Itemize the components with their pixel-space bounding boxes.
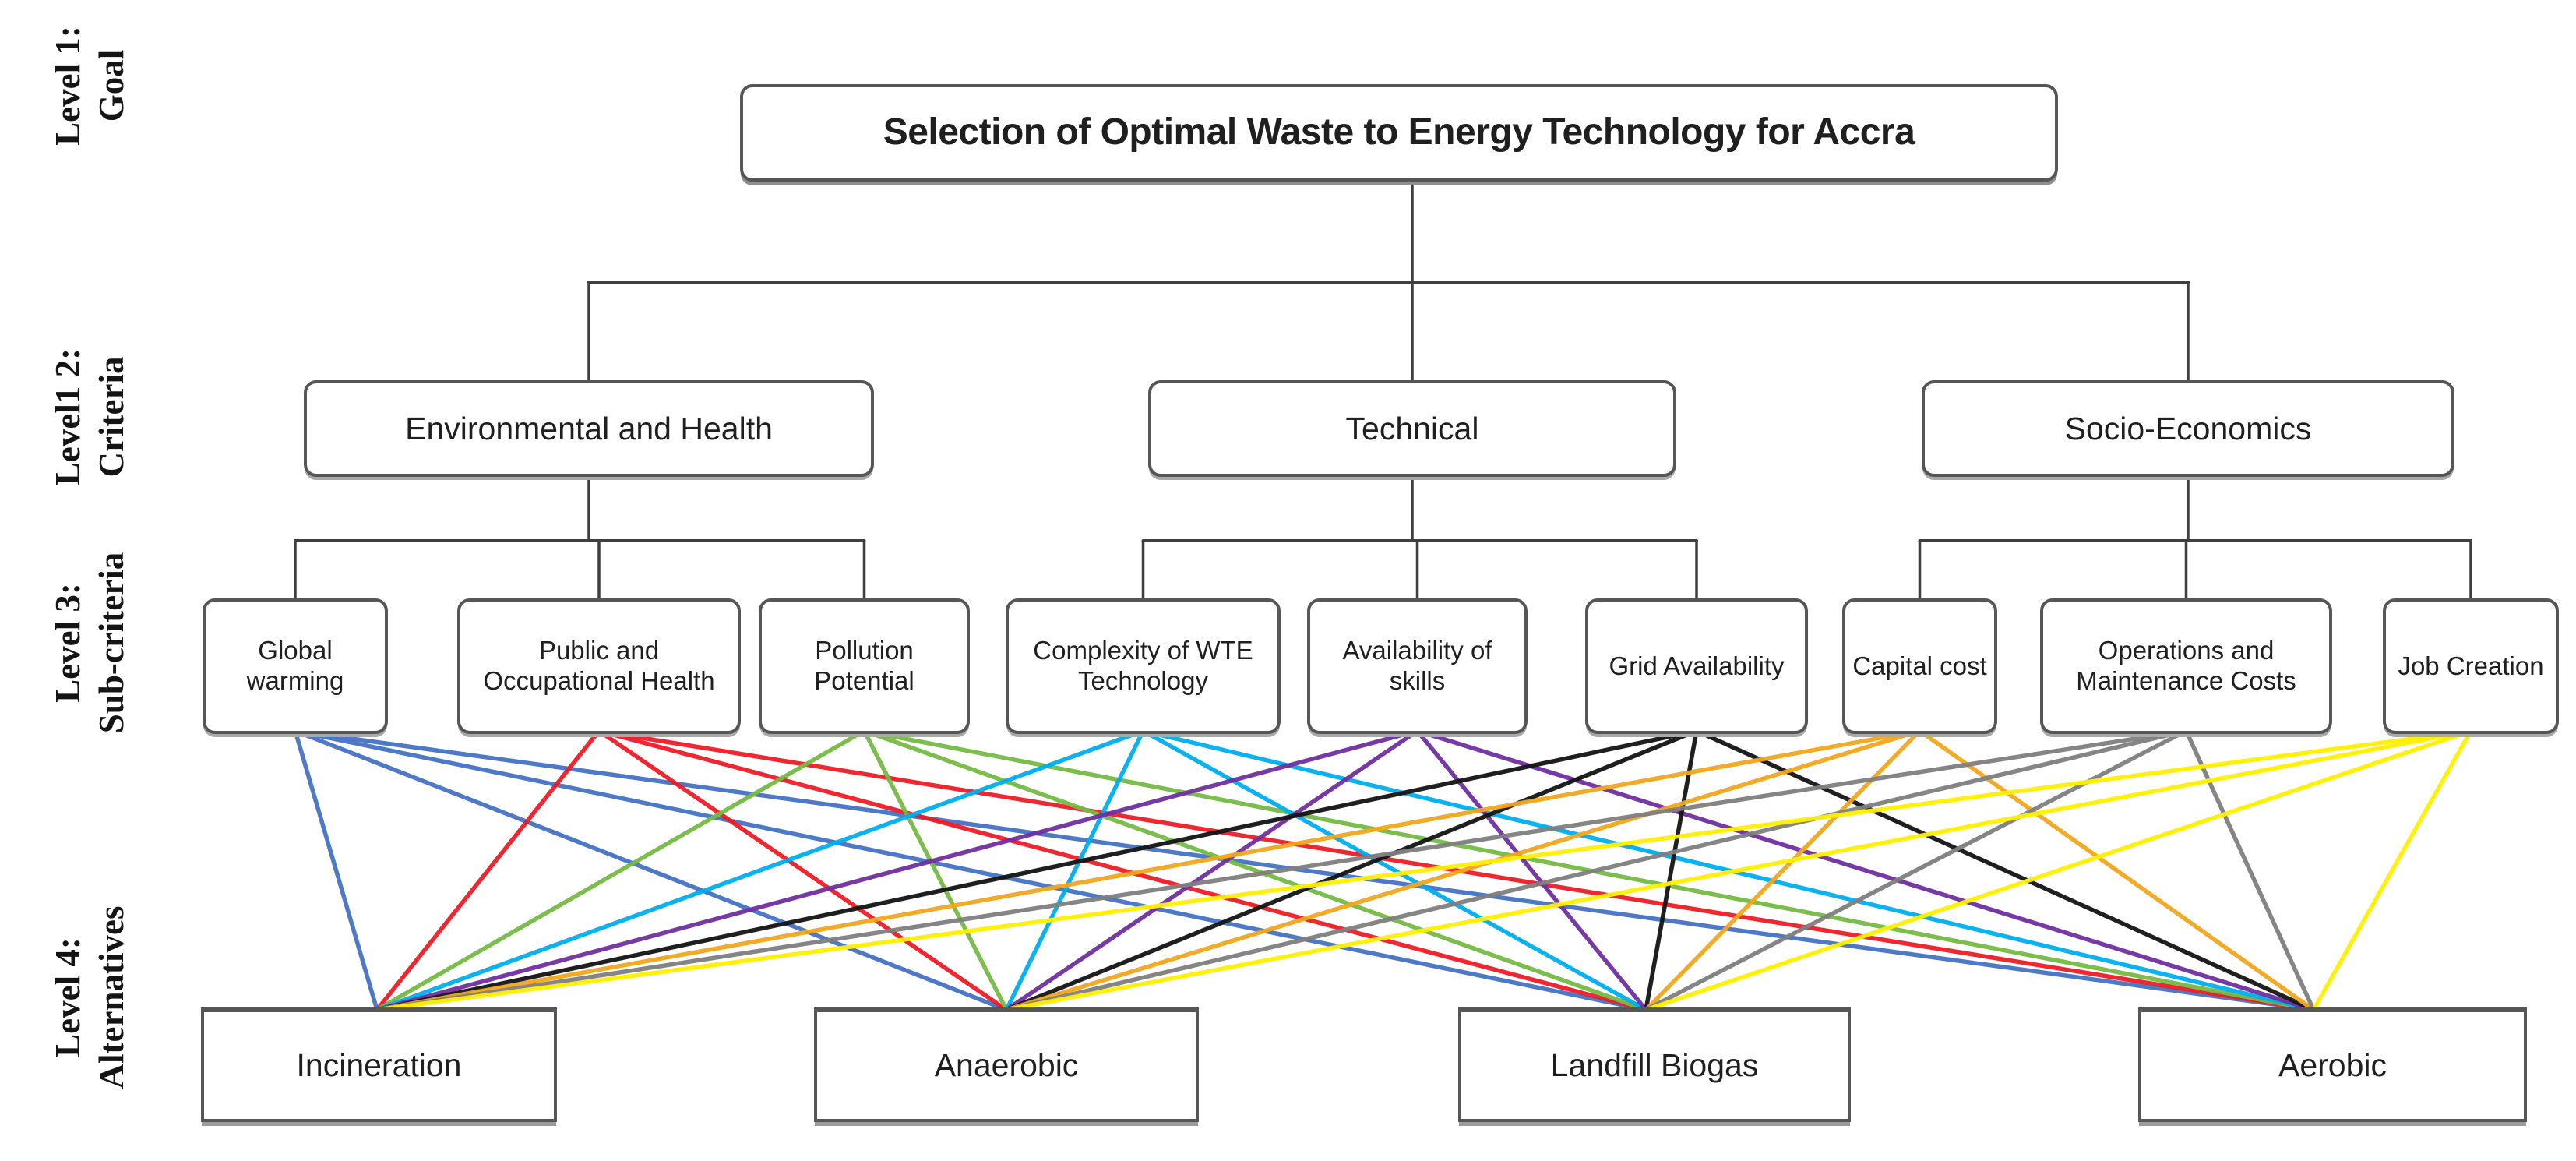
link-grid-availability-aerobic	[1694, 729, 2316, 1012]
link-operations-and-maintenance-costs-aerobic	[2183, 729, 2316, 1012]
criteria-box-environmental-health-label: Environmental and Health	[405, 410, 773, 446]
link-capital-cost-anaerobic	[1004, 729, 1922, 1012]
sub-criteria-box-availability-of-skills: Availability of skills	[1307, 598, 1528, 734]
goal-box: Selection of Optimal Waste to Energy Tec…	[740, 84, 2058, 182]
criteria-box-socio-economics: Socio-Economics	[1922, 380, 2454, 477]
level-3-label: Level 3: Sub-criteria	[23, 479, 156, 806]
link-pollution-potential-incineration	[375, 729, 867, 1012]
alternative-box-anaerobic: Anaerobic	[814, 1007, 1199, 1122]
link-job-creation-incineration	[375, 729, 2473, 1012]
sub-criteria-box-public-occupational-health: Public and Occupational Health	[457, 598, 741, 734]
link-availability-of-skills-aerobic	[1415, 729, 2316, 1012]
link-operations-and-maintenance-costs-incineration	[375, 729, 2189, 1012]
sub-criteria-box-operations-and-maintenance-costs: Operations and Maintenance Costs	[2040, 598, 2332, 734]
link-global-warming-aerobic	[293, 729, 2316, 1012]
sub-criteria-box-capital-cost-label: Capital cost	[1852, 651, 1987, 680]
link-availability-of-skills-landfill-biogas	[1415, 729, 1648, 1012]
criteria-box-environmental-health: Environmental and Health	[304, 380, 874, 477]
link-capital-cost-incineration	[375, 729, 1922, 1012]
level-1-line1: Level 1:	[48, 26, 87, 146]
level-2-line2: Criteria	[92, 356, 131, 478]
alternative-box-landfill-biogas: Landfill Biogas	[1458, 1007, 1851, 1122]
criteria-box-technical: Technical	[1148, 380, 1676, 477]
sub-criteria-box-job-creation-label: Job Creation	[2398, 651, 2544, 680]
criteria-box-technical-label: Technical	[1345, 410, 1479, 446]
sub-criteria-box-job-creation: Job Creation	[2383, 598, 2559, 734]
sub-criteria-box-grid-availability: Grid Availability	[1585, 598, 1808, 734]
link-public-occupational-health-incineration	[375, 729, 601, 1012]
link-availability-of-skills-anaerobic	[1004, 729, 1420, 1012]
sub-criteria-box-global-warming-label: Global warming	[246, 636, 344, 695]
sub-criteria-box-availability-of-skills-label: Availability of skills	[1342, 636, 1492, 695]
sub-criteria-box-capital-cost: Capital cost	[1842, 598, 1997, 734]
link-job-creation-landfill-biogas	[1644, 729, 2473, 1012]
sub-criteria-box-global-warming: Global warming	[203, 598, 388, 734]
link-global-warming-incineration	[293, 729, 379, 1012]
level-1-line2: Goal	[92, 49, 131, 122]
link-job-creation-anaerobic	[1004, 729, 2473, 1012]
alternative-box-aerobic: Aerobic	[2138, 1007, 2527, 1122]
sub-criteria-box-pollution-potential: Pollution Potential	[759, 598, 970, 734]
sub-criteria-box-public-occupational-health-label: Public and Occupational Health	[483, 636, 715, 695]
link-public-occupational-health-anaerobic	[597, 729, 1009, 1012]
link-operations-and-maintenance-costs-landfill-biogas	[1644, 729, 2189, 1012]
link-operations-and-maintenance-costs-anaerobic	[1004, 729, 2189, 1012]
link-global-warming-anaerobic	[293, 729, 1009, 1012]
alternative-box-landfill-biogas-label: Landfill Biogas	[1550, 1047, 1759, 1084]
level-3-line1: Level 3:	[48, 583, 87, 703]
alternative-box-incineration: Incineration	[201, 1007, 557, 1122]
link-complexity-of-wte-technology-landfill-biogas	[1140, 729, 1648, 1012]
link-pollution-potential-landfill-biogas	[862, 729, 1648, 1012]
link-grid-availability-anaerobic	[1004, 729, 1699, 1012]
goal-label: Selection of Optimal Waste to Energy Tec…	[883, 111, 1915, 154]
link-public-occupational-health-landfill-biogas	[597, 729, 1648, 1012]
link-job-creation-aerobic	[2311, 729, 2473, 1012]
sub-criteria-box-pollution-potential-label: Pollution Potential	[814, 636, 914, 695]
level-4-line2: Alternatives	[92, 905, 131, 1089]
level-2-line1: Level1 2:	[48, 348, 87, 486]
sub-criteria-box-operations-and-maintenance-costs-label: Operations and Maintenance Costs	[2076, 636, 2296, 695]
link-grid-availability-incineration	[375, 729, 1699, 1012]
link-pollution-potential-anaerobic	[862, 729, 1009, 1012]
alternative-box-incineration-label: Incineration	[296, 1047, 462, 1084]
level-4-line1: Level 4:	[48, 937, 87, 1057]
sub-criteria-box-complexity-of-wte-technology: Complexity of WTE Technology	[1006, 598, 1281, 734]
level-3-line2: Sub-criteria	[92, 552, 131, 734]
alternative-box-aerobic-label: Aerobic	[2278, 1047, 2387, 1084]
criteria-box-socio-economics-label: Socio-Economics	[2064, 410, 2312, 446]
alternative-box-anaerobic-label: Anaerobic	[934, 1047, 1079, 1084]
sub-criteria-box-complexity-of-wte-technology-label: Complexity of WTE Technology	[1033, 636, 1253, 695]
level-1-label: Level 1: Goal	[23, 0, 156, 249]
level-4-label: Level 4: Alternatives	[23, 834, 156, 1161]
link-availability-of-skills-incineration	[375, 729, 1420, 1012]
link-grid-availability-landfill-biogas	[1644, 729, 1699, 1012]
sub-criteria-box-grid-availability-label: Grid Availability	[1609, 651, 1785, 680]
link-complexity-of-wte-technology-anaerobic	[1004, 729, 1146, 1012]
link-complexity-of-wte-technology-incineration	[375, 729, 1146, 1012]
link-global-warming-landfill-biogas	[293, 729, 1648, 1012]
